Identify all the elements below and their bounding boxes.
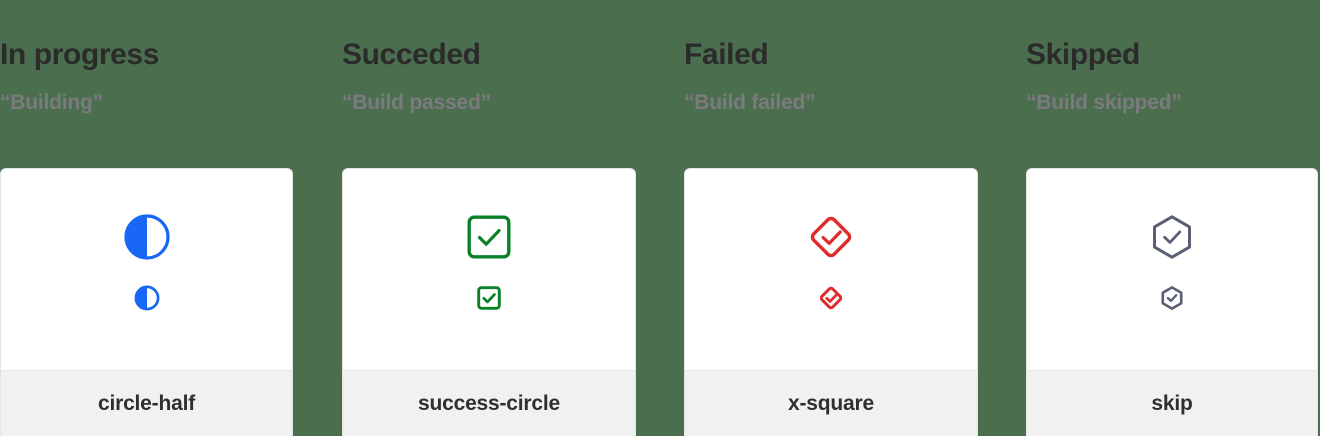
column-subtitle: “Build skipped” (1026, 91, 1182, 114)
icon-card-body (343, 169, 635, 370)
icon-name-label: success-circle (418, 391, 560, 415)
icon-card-body (685, 169, 977, 370)
x-square-icon-small (818, 285, 844, 311)
success-circle-icon (465, 213, 513, 261)
column-subtitle: “Build passed” (342, 91, 491, 114)
skip-icon-small (1159, 285, 1185, 311)
status-column-failed: Failed “Build failed” (684, 0, 978, 436)
icon-name-label: circle-half (97, 391, 195, 415)
icon-card-body (1027, 169, 1317, 370)
status-column-skipped: Skipped “Build skipped” (1026, 0, 1318, 436)
column-title: Skipped (1026, 38, 1140, 71)
column-subtitle: “Build failed” (684, 91, 816, 114)
column-title: Failed (684, 38, 769, 71)
column-title: Succeded (342, 38, 481, 71)
status-column-succeded: Succeded “Build passed” (342, 0, 636, 436)
status-column-in-progress: In progress “Building” (0, 0, 293, 436)
icon-card-success-circle[interactable]: success-circle (342, 168, 636, 436)
column-subtitle: “Building” (0, 91, 103, 114)
x-square-icon (807, 213, 855, 261)
icon-card-footer: x-square (685, 370, 977, 436)
icon-name-label: x-square (788, 391, 874, 415)
icon-card-footer: circle-half (1, 370, 292, 436)
circle-half-icon (123, 213, 171, 261)
success-circle-icon-small (476, 285, 502, 311)
icon-card-footer: success-circle (343, 370, 635, 436)
icon-card-body (1, 169, 292, 370)
column-title: In progress (0, 38, 159, 71)
circle-half-icon-small (134, 285, 160, 311)
skip-icon (1148, 213, 1196, 261)
icon-card-x-square[interactable]: x-square (684, 168, 978, 436)
icon-card-skip[interactable]: skip (1026, 168, 1318, 436)
icon-card-footer: skip (1027, 370, 1317, 436)
icon-card-circle-half[interactable]: circle-half (0, 168, 293, 436)
icon-name-label: skip (1151, 391, 1193, 415)
